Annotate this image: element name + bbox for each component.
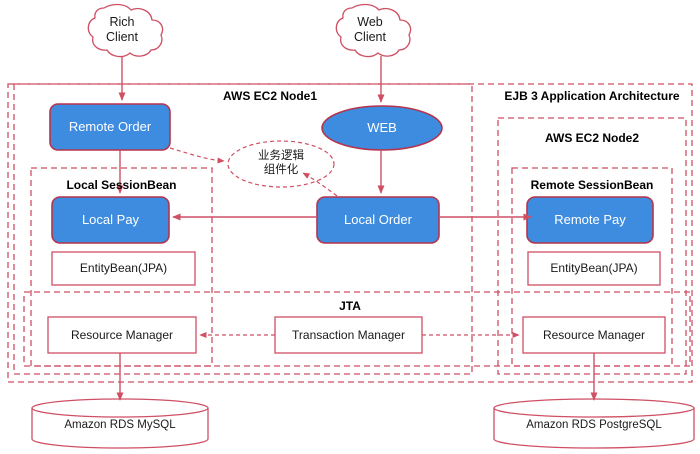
container-aws-ec2-node2	[497, 117, 687, 375]
bean-local-pay[interactable]	[51, 196, 170, 244]
arrow-localorder-to-annotation	[302, 172, 338, 197]
bean-remote-pay[interactable]	[526, 196, 654, 244]
container-aws-ec2-node1	[13, 83, 473, 375]
container-jta	[23, 291, 691, 367]
annotation-business-logic	[227, 140, 335, 188]
cloud-web-client	[335, 3, 412, 58]
box-resource-manager-right	[522, 316, 666, 354]
bean-local-order[interactable]	[316, 196, 440, 244]
cloud-rich-client	[87, 3, 164, 58]
box-entitybean-right	[527, 251, 661, 286]
bean-remote-order[interactable]	[49, 103, 171, 151]
container-local-sessionbean	[30, 167, 213, 367]
db-rds-postgresql	[493, 398, 695, 449]
box-transaction-manager	[274, 316, 423, 354]
node-web[interactable]	[321, 105, 443, 151]
db-rds-mysql	[31, 398, 209, 449]
arrow-remoteorder-to-annotation	[169, 147, 225, 164]
container-remote-sessionbean	[511, 167, 673, 367]
box-entitybean-left	[51, 251, 196, 286]
box-resource-manager-left	[47, 316, 197, 354]
